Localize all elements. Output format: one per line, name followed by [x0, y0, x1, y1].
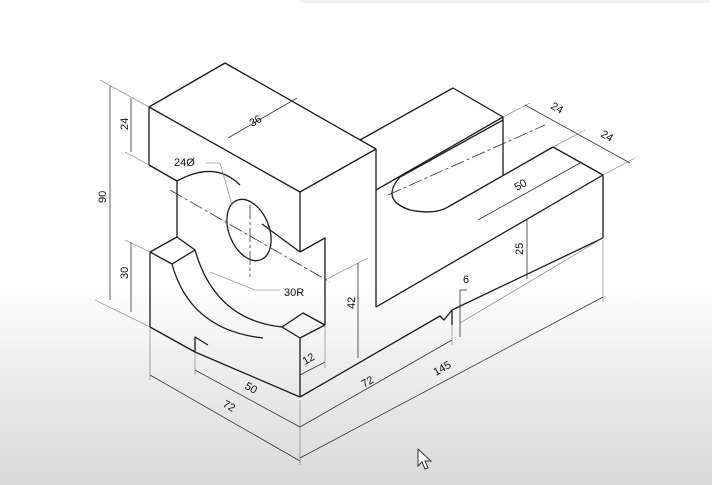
top-block: [148, 62, 377, 280]
dim-145: 145: [432, 359, 454, 379]
dim-42: 42: [346, 297, 358, 309]
rear-arm: [299, 87, 604, 398]
dim-24-slot: 24: [549, 100, 566, 117]
dim-24-arm: 24: [599, 128, 616, 145]
dim-25: 25: [514, 243, 526, 255]
dim-6: 6: [463, 274, 469, 286]
dim-12: 12: [301, 351, 318, 368]
dim-36: 36: [248, 113, 265, 130]
dim-72-left: 72: [221, 398, 238, 415]
dim-90: 90: [97, 191, 109, 203]
dim-72-right: 72: [360, 374, 377, 391]
hole-24-diameter: [226, 198, 272, 262]
dim-50-front: 50: [243, 380, 260, 397]
dim-30: 30: [119, 267, 131, 279]
dim-50-slot: 50: [513, 177, 530, 194]
dim-24-top: 24: [119, 118, 131, 130]
window-top-edge: [300, 0, 710, 3]
dim-30r: 30R: [284, 287, 304, 299]
dimension-lines: [94, 79, 636, 465]
mouse-pointer-icon: [417, 447, 433, 470]
dim-24-diameter: 24Ø: [174, 157, 195, 169]
lower-block: [149, 236, 326, 398]
